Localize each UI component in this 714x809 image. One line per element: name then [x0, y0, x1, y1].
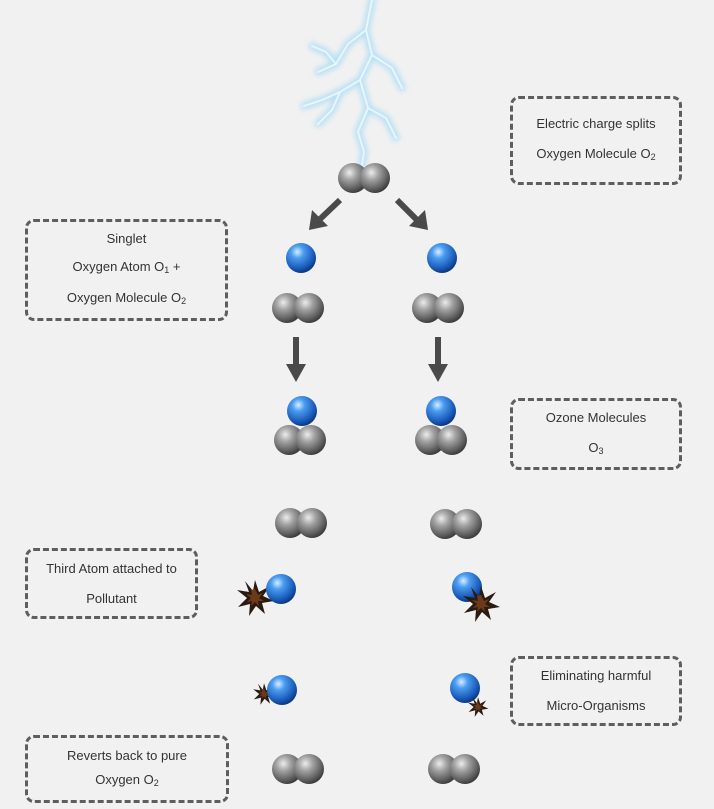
- arrow-icon: [309, 197, 343, 230]
- arrow-icon: [428, 337, 448, 382]
- oxygen-molecule-icon: [275, 508, 327, 538]
- note-reverts-line1: Reverts back to pure: [67, 747, 187, 763]
- singlet-atom-icon: [427, 243, 457, 273]
- note-third-atom: Third Atom attached to Pollutant: [25, 548, 198, 619]
- note-reverts: Reverts back to pure Oxygen O2: [25, 735, 229, 803]
- oxygen-molecule-icon: [412, 293, 464, 323]
- oxygen-molecule-icon: [272, 754, 324, 784]
- note-third-atom-line2: Pollutant: [86, 590, 137, 606]
- ozone-molecule-icon: [415, 396, 467, 455]
- note-eliminating: Eliminating harmful Micro-Organisms: [510, 656, 682, 726]
- lightning-icon: [300, 0, 406, 169]
- note-eliminating-line2: Micro-Organisms: [546, 698, 646, 713]
- ozone-molecule-icon: [274, 396, 326, 455]
- singlet-atom-icon: [267, 675, 297, 705]
- note-singlet-line3: Oxygen Molecule O2: [66, 290, 187, 306]
- note-electric-line1: Electric charge splits: [536, 116, 656, 131]
- oxygen-molecule-icon: [272, 293, 324, 323]
- note-ozone-line1: Ozone Molecules: [545, 409, 647, 425]
- note-eliminating-line1: Eliminating harmful: [540, 668, 652, 683]
- note-ozone: Ozone Molecules O3: [510, 398, 682, 470]
- singlet-atom-icon: [286, 243, 316, 273]
- note-singlet-line2: Oxygen Atom O1 +: [72, 259, 181, 275]
- note-singlet: Singlet Oxygen Atom O1 + Oxygen Molecule…: [25, 219, 228, 321]
- note-reverts-line2: Oxygen O2: [95, 771, 159, 788]
- note-singlet-line1: Singlet: [106, 231, 147, 246]
- oxygen-molecule-icon: [428, 754, 480, 784]
- singlet-atom-icon: [450, 673, 480, 703]
- note-electric-line2: Oxygen Molecule O2: [536, 146, 656, 162]
- note-electric-charge: Electric charge splits Oxygen Molecule O…: [510, 96, 682, 185]
- note-ozone-line2: O3: [588, 439, 604, 456]
- singlet-atom-icon: [266, 574, 296, 604]
- arrow-icon: [286, 337, 306, 382]
- oxygen-molecule-icon: [430, 509, 482, 539]
- arrow-icon: [394, 197, 428, 230]
- note-third-atom-line1: Third Atom attached to: [46, 560, 177, 576]
